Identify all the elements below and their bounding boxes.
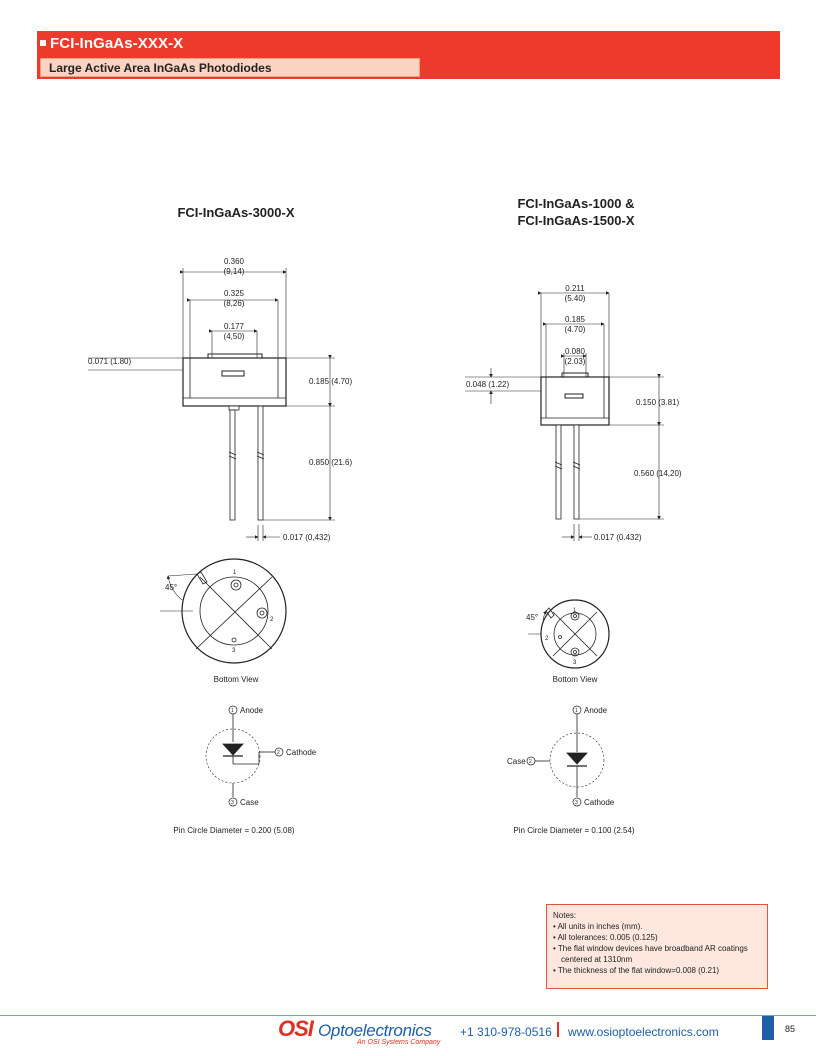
- right-dim-body-height: 0.150 (3.81): [636, 398, 679, 407]
- svg-text:2: 2: [529, 759, 532, 765]
- optoelectronics-logo: Optoelectronics: [318, 1021, 432, 1040]
- osi-logo: OSI: [278, 1016, 314, 1041]
- notes-item-continued: centered at 1310nm: [561, 955, 633, 964]
- svg-text:3: 3: [575, 800, 578, 806]
- right-dim-window: 0.080: [565, 347, 586, 356]
- notes-box: Notes: • All units in inches (mm). • All…: [546, 904, 768, 989]
- svg-text:1: 1: [231, 708, 234, 714]
- left-dim-width-inner-mm: (8,26): [224, 299, 245, 308]
- left-case: Case: [240, 798, 259, 807]
- notes-item: • All tolerances: 0.005 (0.125): [553, 933, 658, 942]
- footer-separator: [557, 1022, 559, 1037]
- left-dim-width-outer: 0.360: [224, 257, 245, 266]
- right-dim-width-inner: 0.185: [565, 315, 586, 324]
- svg-text:3: 3: [231, 800, 234, 806]
- right-title-line2: FCI-InGaAs-1500-X: [517, 213, 634, 228]
- right-dim-lead-length: 0.560 (14,20): [634, 469, 682, 478]
- left-angle: 45°: [165, 583, 177, 592]
- left-pin-circle: Pin Circle Diameter = 0.200 (5.08): [173, 826, 295, 835]
- right-case: Case: [507, 757, 526, 766]
- right-bottom-view: Bottom View: [553, 675, 598, 684]
- footer-website-link[interactable]: www.osioptoelectronics.com: [568, 1025, 719, 1039]
- notes-item: • The thickness of the flat window=0.008…: [553, 966, 720, 975]
- right-pin-circle: Pin Circle Diameter = 0.100 (2.54): [513, 826, 635, 835]
- left-cathode: Cathode: [286, 748, 317, 757]
- svg-text:2: 2: [277, 750, 280, 756]
- right-dim-width-outer: 0.211: [565, 284, 585, 293]
- left-pin2-label: 2: [270, 617, 274, 623]
- page-number: 85: [785, 1024, 796, 1034]
- page-subtitle: Large Active Area InGaAs Photodiodes: [49, 61, 272, 75]
- subtitle-box: [40, 58, 420, 77]
- footer-rule: [0, 1015, 816, 1016]
- left-pin1-label: 1: [233, 570, 237, 576]
- logo-tagline: An OSI Systems Company: [357, 1039, 441, 1046]
- right-angle: 45°: [526, 613, 538, 622]
- left-dim-lead-length: 0.850 (21.6): [309, 458, 352, 467]
- right-dim-width-inner-mm: (4.70): [565, 325, 586, 334]
- right-dim-window-depth: 0.048 (1.22): [466, 380, 509, 389]
- left-pin3-label: 3: [232, 648, 236, 654]
- left-dim-window: 0.177: [224, 322, 245, 331]
- technical-drawings: FCI-InGaAs-3000-X 0.360 (9,14) 0.325 (8,…: [88, 196, 682, 835]
- left-title: FCI-InGaAs-3000-X: [177, 205, 294, 220]
- left-dim-width-inner: 0.325: [224, 289, 245, 298]
- left-dim-window-mm: (4,50): [224, 332, 245, 341]
- svg-text:1: 1: [575, 708, 578, 714]
- right-pin2-label: 2: [545, 636, 549, 642]
- right-pin3-label: 3: [573, 660, 577, 666]
- notes-item: • All units in inches (mm).: [553, 922, 643, 931]
- right-dim-width-outer-mm: (5.40): [565, 294, 586, 303]
- left-diagram: FCI-InGaAs-3000-X 0.360 (9,14) 0.325 (8,…: [88, 205, 352, 835]
- page-title-text: FCI-InGaAs-XXX-X: [50, 35, 184, 52]
- right-dim-lead-dia: 0.017 (0.432): [594, 533, 642, 542]
- right-anode: Anode: [584, 706, 608, 715]
- right-cathode: Cathode: [584, 798, 615, 807]
- left-bottom-view: Bottom View: [214, 675, 259, 684]
- page-title: FCI-InGaAs-XXX-X: [40, 35, 183, 52]
- right-dim-window-mm: (2.03): [565, 357, 586, 366]
- footer-blue-tab: [762, 1016, 774, 1040]
- left-anode: Anode: [240, 706, 264, 715]
- right-diagram: FCI-InGaAs-1000 & FCI-InGaAs-1500-X 0.21…: [465, 196, 682, 835]
- left-dim-window-depth: 0.071 (1.80): [88, 357, 131, 366]
- right-pin1-label: 1: [573, 608, 577, 614]
- bullet-square-icon: [40, 40, 46, 46]
- left-dim-width-outer-mm: (9,14): [224, 267, 245, 276]
- notes-heading: Notes:: [553, 911, 577, 920]
- footer-phone: +1 310-978-0516: [460, 1025, 552, 1039]
- notes-item: • The flat window devices have broadband…: [553, 944, 748, 953]
- right-title-line1: FCI-InGaAs-1000 &: [517, 196, 634, 211]
- left-dim-lead-dia: 0.017 (0,432): [283, 533, 331, 542]
- left-dim-body-height: 0.185 (4.70): [309, 377, 352, 386]
